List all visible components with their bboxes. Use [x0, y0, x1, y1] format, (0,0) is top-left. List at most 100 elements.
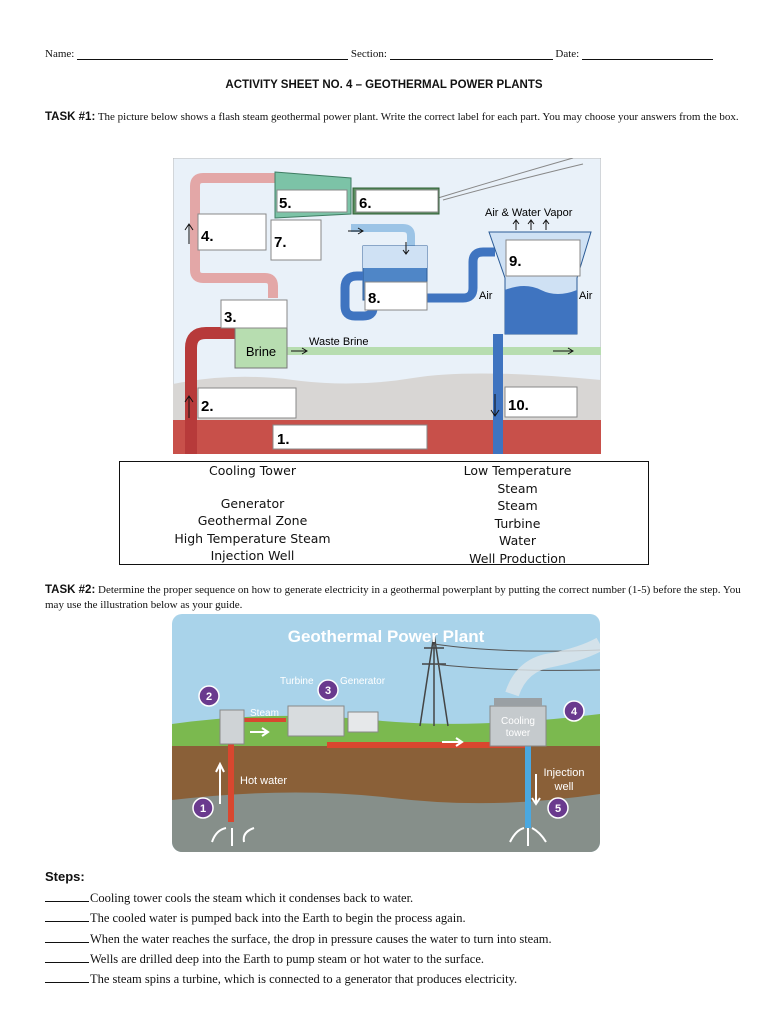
label-number-8: 8.	[368, 290, 381, 307]
label-box-6[interactable]	[355, 189, 439, 213]
answer-column-2: Low Temperature Steam Steam Turbine Wate…	[385, 462, 650, 567]
step-text: The cooled water is pumped back into the…	[90, 911, 466, 926]
section-label: Section:	[350, 48, 387, 60]
arrow-down-icon	[402, 242, 410, 255]
name-field[interactable]	[77, 47, 349, 60]
brine-label: Brine	[246, 344, 276, 359]
transmission-tower	[419, 633, 449, 727]
label-box-5[interactable]	[276, 189, 348, 213]
task2-text: Determine the proper sequence on how to …	[45, 584, 741, 611]
label-number-7: 7.	[274, 234, 287, 251]
date-field[interactable]	[581, 47, 713, 60]
step-badge-4	[563, 700, 585, 722]
task2-instructions: TASK #2: Determine the proper sequence o…	[45, 583, 755, 613]
answer-choice: Low Temperature	[463, 463, 572, 478]
label-box-2[interactable]	[197, 387, 297, 419]
generator-shape	[347, 711, 379, 733]
step-number-blank[interactable]	[45, 949, 89, 963]
step-number: 3	[325, 685, 331, 697]
task1-instructions: TASK #1: The picture below shows a flash…	[45, 110, 755, 125]
answer-choice: High Temperature Steam	[174, 530, 331, 546]
label-box-9[interactable]	[505, 239, 581, 277]
answer-choice: Geothermal Zone	[197, 513, 308, 528]
vapor-arrows-icon	[512, 219, 550, 230]
spread-arrows-icon	[509, 827, 547, 846]
steam-pipe	[240, 718, 286, 722]
step-number: 2	[206, 691, 212, 703]
task2-label: TASK #2:	[45, 584, 96, 596]
label-box-10[interactable]	[504, 386, 578, 418]
label-number-3: 3.	[224, 309, 237, 326]
separator	[219, 709, 245, 745]
hot-water-pipe	[228, 732, 234, 822]
page-title: ACTIVITY SHEET NO. 4 – GEOTHERMAL POWER …	[225, 79, 543, 91]
step-item: Wells are drilled deep into the Earth to…	[45, 949, 755, 969]
heat-arrows-icon	[211, 827, 255, 846]
steam-plume	[505, 637, 600, 697]
step-badge-5	[547, 797, 569, 819]
step-number-blank[interactable]	[45, 908, 89, 923]
step-item: The cooled water is pumped back into the…	[45, 908, 755, 928]
answer-choice: Water	[499, 533, 536, 548]
label-number-10: 10.	[508, 397, 529, 414]
step-number: 4	[571, 706, 578, 718]
turbine-shape	[287, 705, 345, 737]
step-badge-1	[192, 797, 214, 819]
arrow-right-icon	[348, 227, 364, 235]
label-number-2: 2.	[201, 398, 214, 415]
label-number-1: 1.	[277, 431, 290, 448]
step-badge-2	[198, 685, 220, 707]
step-item: When the water reaches the surface, the …	[45, 929, 755, 949]
arrow-down-icon	[490, 394, 500, 417]
task1-text: The picture below shows a flash steam ge…	[95, 111, 739, 123]
air-right-label: Air	[579, 290, 593, 302]
step-text: When the water reaches the surface, the …	[90, 931, 552, 946]
label-box-1[interactable]	[272, 424, 428, 450]
label-box-7[interactable]	[270, 219, 322, 261]
step-number: 1	[200, 803, 206, 815]
diagram2-title: Geothermal Power Plant	[288, 627, 485, 646]
label-number-4: 4.	[201, 228, 214, 245]
answer-choices-box: Cooling Tower Generator Geothermal Zone …	[119, 461, 650, 567]
arrow-right-icon	[250, 727, 270, 737]
label-number-6: 6.	[359, 195, 372, 212]
well-label: well	[554, 781, 574, 793]
name-label: Name:	[45, 48, 75, 60]
rock-layer	[172, 792, 600, 852]
step-number-blank[interactable]	[45, 888, 89, 902]
section-field[interactable]	[389, 47, 553, 60]
production-pipe	[185, 327, 243, 454]
flash-steam-diagram: Brine Waste Brine Air & Water Vapor Air …	[173, 158, 601, 454]
arrow-right-icon	[553, 347, 574, 355]
step-number-blank[interactable]	[45, 929, 89, 943]
cooling-tower-water	[505, 286, 577, 334]
answer-choice: Cooling Tower	[208, 463, 296, 478]
geothermal-plant-illustration: Geothermal Power Plant Turbine Generator…	[172, 614, 600, 852]
power-line	[437, 158, 574, 199]
label-box-8[interactable]	[364, 281, 428, 311]
waste-brine-pipe	[285, 347, 601, 355]
step-number: 5	[555, 803, 561, 815]
arrow-up-icon	[184, 223, 194, 244]
label-number-9: 9.	[509, 253, 522, 270]
answer-choice: Injection Well	[210, 548, 295, 563]
tower-label: tower	[506, 728, 531, 739]
injection-label: Injection	[544, 767, 585, 779]
date-label: Date:	[555, 48, 580, 60]
answer-choice: Generator	[220, 495, 285, 511]
step-text: Wells are drilled deep into the Earth to…	[90, 951, 485, 966]
step-item: The steam spins a turbine, which is conn…	[45, 969, 755, 989]
label-number-5: 5.	[279, 195, 292, 212]
header-fields: Name: Section: Date:	[45, 47, 751, 60]
task1-label: TASK #1:	[45, 111, 96, 123]
injection-pipe	[525, 742, 531, 828]
condenser-pipe	[351, 224, 415, 246]
label-box-3[interactable]	[220, 299, 288, 329]
answer-choice: Turbine	[494, 515, 541, 531]
label-box-4[interactable]	[197, 213, 267, 251]
arrow-right-icon	[291, 347, 308, 355]
condenser-top	[363, 246, 427, 268]
generator-label: Generator	[340, 676, 386, 687]
step-number-blank[interactable]	[45, 969, 89, 984]
injection-pipe	[493, 334, 503, 454]
